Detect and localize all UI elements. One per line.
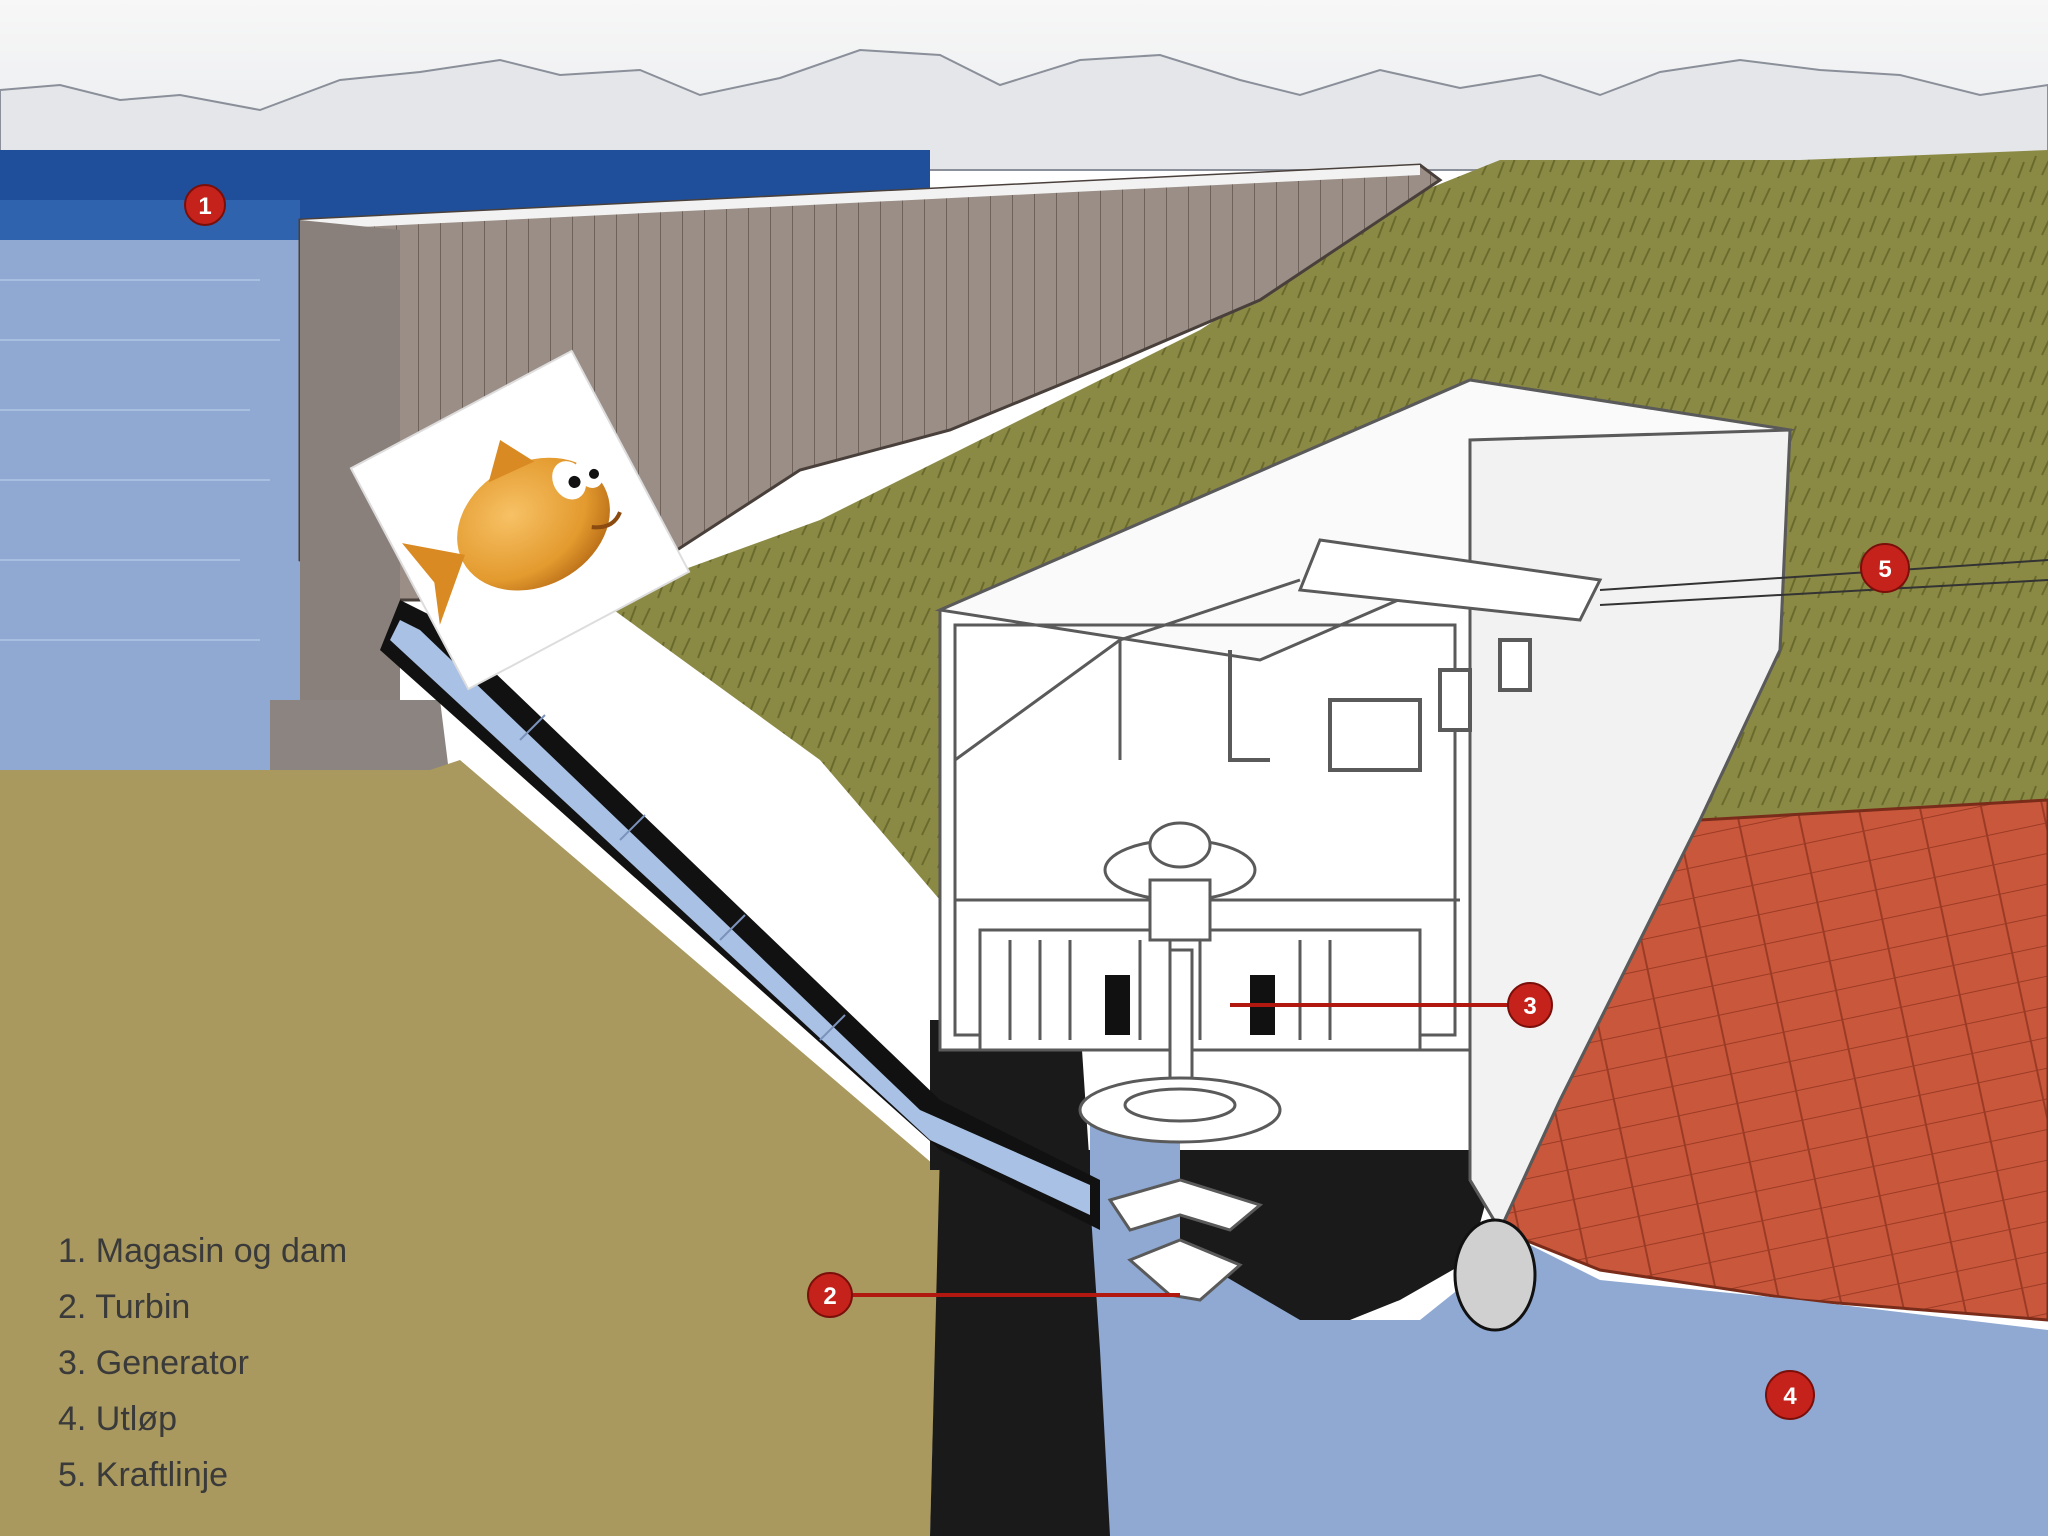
svg-text:3: 3 [1523,993,1536,1020]
svg-text:1: 1 [198,193,211,220]
svg-text:2: 2 [823,1283,836,1310]
marker-5: 5 [1861,544,1909,592]
legend-item-2: 2. Turbin [58,1288,190,1326]
marker-3: 3 [1508,983,1552,1027]
svg-text:5: 5 [1878,556,1891,583]
marker-4: 4 [1766,1371,1814,1419]
legend-item-5: 5. Kraftlinje [58,1456,228,1494]
sky [0,0,2048,170]
svg-text:4: 4 [1783,1383,1797,1410]
marker-2: 2 [808,1273,852,1317]
legend-item-1: 1. Magasin og dam [58,1232,347,1270]
legend-item-3: 3. Generator [58,1344,249,1382]
marker-1: 1 [185,185,225,225]
legend-item-4: 4. Utløp [58,1400,177,1438]
outlet-opening [1455,1220,1535,1330]
